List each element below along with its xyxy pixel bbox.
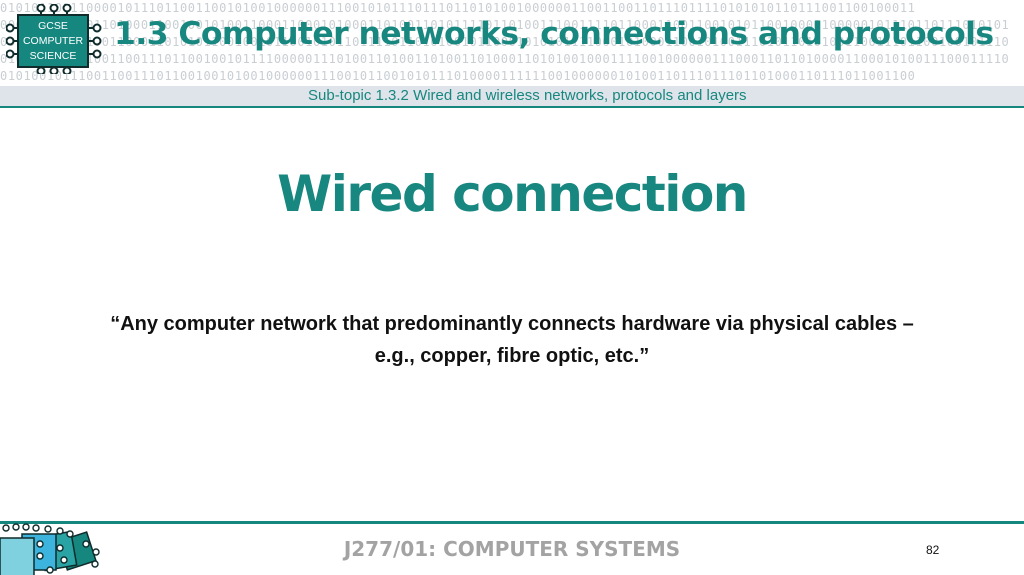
definition-quote: “Any computer network that predominantly… [40, 308, 984, 372]
footer-divider [0, 521, 1024, 524]
subtopic-bar [0, 86, 1024, 106]
logo-text-box: GCSE COMPUTER SCIENCE [17, 14, 89, 68]
slide-header: 0101011001100001011101100110010100100000… [0, 0, 1024, 108]
header-divider [0, 106, 1024, 108]
quote-line-2: e.g., copper, fibre optic, etc.” [374, 345, 650, 367]
stacked-chips-graphic-icon [0, 523, 100, 575]
page-title: 1.3 Computer networks, connections and p… [114, 16, 994, 52]
quote-line-1: “Any computer network that predominantly… [110, 313, 914, 335]
slide-title: Wired connection [277, 165, 748, 223]
course-code-footer: J277/01: COMPUTER SYSTEMS [343, 537, 681, 561]
subtopic-label: Sub-topic 1.3.2 Wired and wireless netwo… [308, 87, 747, 104]
chip-pins-icon [6, 4, 102, 74]
page-number: 82 [926, 543, 940, 557]
logo-text-line-2: COMPUTER [22, 34, 84, 47]
gcse-computer-science-logo: GCSE COMPUTER SCIENCE [6, 4, 102, 74]
binary-background: 0101011001100001011101100110010100100000… [0, 1, 1010, 83]
logo-text-line-1: GCSE [38, 19, 68, 32]
logo-text-line-3: SCIENCE [29, 49, 77, 62]
